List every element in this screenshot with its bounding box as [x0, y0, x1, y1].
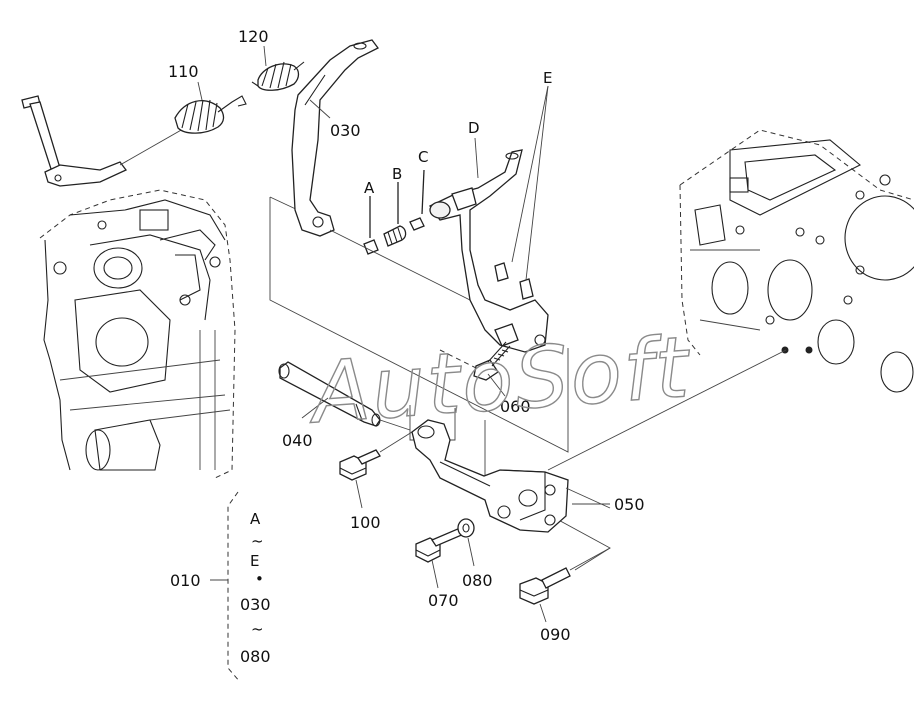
callout-110: 110 — [168, 62, 199, 81]
callout-090: 090 — [540, 625, 571, 644]
callout-040: 040 — [282, 431, 313, 450]
lever-part-030 — [291, 39, 379, 237]
shaft-part-040 — [278, 361, 411, 431]
group-010-line-a: A — [250, 510, 261, 528]
governor-lever-part-110 — [21, 95, 247, 187]
callout-100: 100 — [350, 513, 381, 532]
assembly-leader — [547, 349, 787, 471]
leader-lines — [197, 45, 610, 623]
callout-030: 030 — [330, 121, 361, 140]
callout-labels: 110 120 030 A B C D E 060 040 100 050 07… — [168, 27, 645, 644]
callout-120: 120 — [238, 27, 269, 46]
callout-d: D — [468, 119, 480, 137]
group-010-line-080: 080 — [240, 647, 271, 666]
callout-b: B — [392, 165, 402, 183]
group-010-line-dot: • — [255, 570, 264, 588]
group-010-line-e: E — [250, 552, 259, 570]
group-010-contents: A ~ E • 030 ~ 080 — [240, 510, 271, 666]
group-bracket-010 — [210, 491, 241, 683]
callout-080: 080 — [462, 571, 493, 590]
bolt-part-100 — [339, 431, 413, 481]
small-parts-abc — [329, 169, 471, 301]
callout-050: 050 — [614, 495, 645, 514]
group-010-line-tilde1: ~ — [251, 532, 264, 550]
washer-part-080 — [457, 518, 475, 538]
engine-block-left — [39, 189, 236, 479]
group-010-line-030: 030 — [240, 595, 271, 614]
callout-070: 070 — [428, 591, 459, 610]
bracket-part-050 — [411, 419, 611, 533]
bolt-part-090 — [519, 547, 611, 605]
callout-060: 060 — [500, 397, 531, 416]
bolt-part-060 — [439, 341, 511, 381]
group-010-line-tilde2: ~ — [251, 620, 264, 638]
callout-e: E — [543, 69, 552, 87]
bolt-part-070 — [415, 527, 465, 563]
fork-lever-part-d — [429, 149, 549, 353]
callout-c: C — [418, 148, 428, 166]
engine-block-right — [679, 129, 914, 393]
watermark: AutoSoft — [304, 318, 694, 443]
callout-010: 010 — [170, 571, 201, 590]
callout-a: A — [364, 179, 375, 197]
spring-part-120 — [251, 61, 305, 91]
